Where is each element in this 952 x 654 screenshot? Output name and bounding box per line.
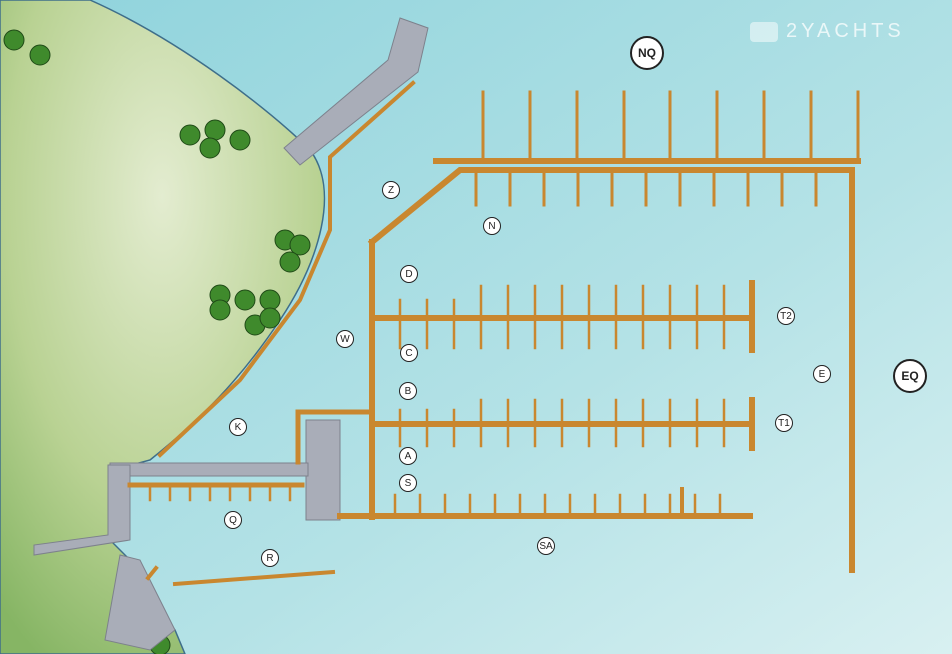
label-SA[interactable]: SA xyxy=(537,537,555,555)
land xyxy=(0,0,326,654)
logo-text: 2YACHTS xyxy=(786,20,905,42)
pier-r-end xyxy=(145,565,159,581)
tree xyxy=(3,29,25,51)
label-S[interactable]: S xyxy=(399,474,417,492)
tree xyxy=(234,289,256,311)
tree xyxy=(289,234,311,256)
tree xyxy=(204,119,226,141)
tree xyxy=(229,129,251,151)
label-Z[interactable]: Z xyxy=(382,181,400,199)
tree xyxy=(199,137,221,159)
label-D[interactable]: D xyxy=(400,265,418,283)
tree xyxy=(209,299,231,321)
concrete-structures xyxy=(33,17,429,651)
label-A[interactable]: A xyxy=(399,447,417,465)
tree xyxy=(259,307,281,329)
walkway-z xyxy=(157,80,416,458)
tree xyxy=(279,251,301,273)
label-NQ[interactable]: NQ xyxy=(630,36,664,70)
tree xyxy=(259,289,281,311)
label-Q[interactable]: Q xyxy=(224,511,242,529)
logo-mark-icon xyxy=(750,21,778,42)
label-K[interactable]: K xyxy=(229,418,247,436)
label-B[interactable]: B xyxy=(399,382,417,400)
piers xyxy=(127,80,861,587)
tree xyxy=(29,44,51,66)
label-EQ[interactable]: EQ xyxy=(893,359,927,393)
label-R[interactable]: R xyxy=(261,549,279,567)
label-W[interactable]: W xyxy=(336,330,354,348)
label-N[interactable]: N xyxy=(483,217,501,235)
tree xyxy=(179,124,201,146)
pier-r xyxy=(172,569,336,587)
label-T2[interactable]: T2 xyxy=(777,307,795,325)
pier-k xyxy=(295,409,375,465)
label-E[interactable]: E xyxy=(813,365,831,383)
logo: 2YACHTS xyxy=(750,20,905,43)
trees xyxy=(3,29,311,654)
label-T1[interactable]: T1 xyxy=(775,414,793,432)
pier-n-e xyxy=(367,167,855,573)
label-C[interactable]: C xyxy=(400,344,418,362)
